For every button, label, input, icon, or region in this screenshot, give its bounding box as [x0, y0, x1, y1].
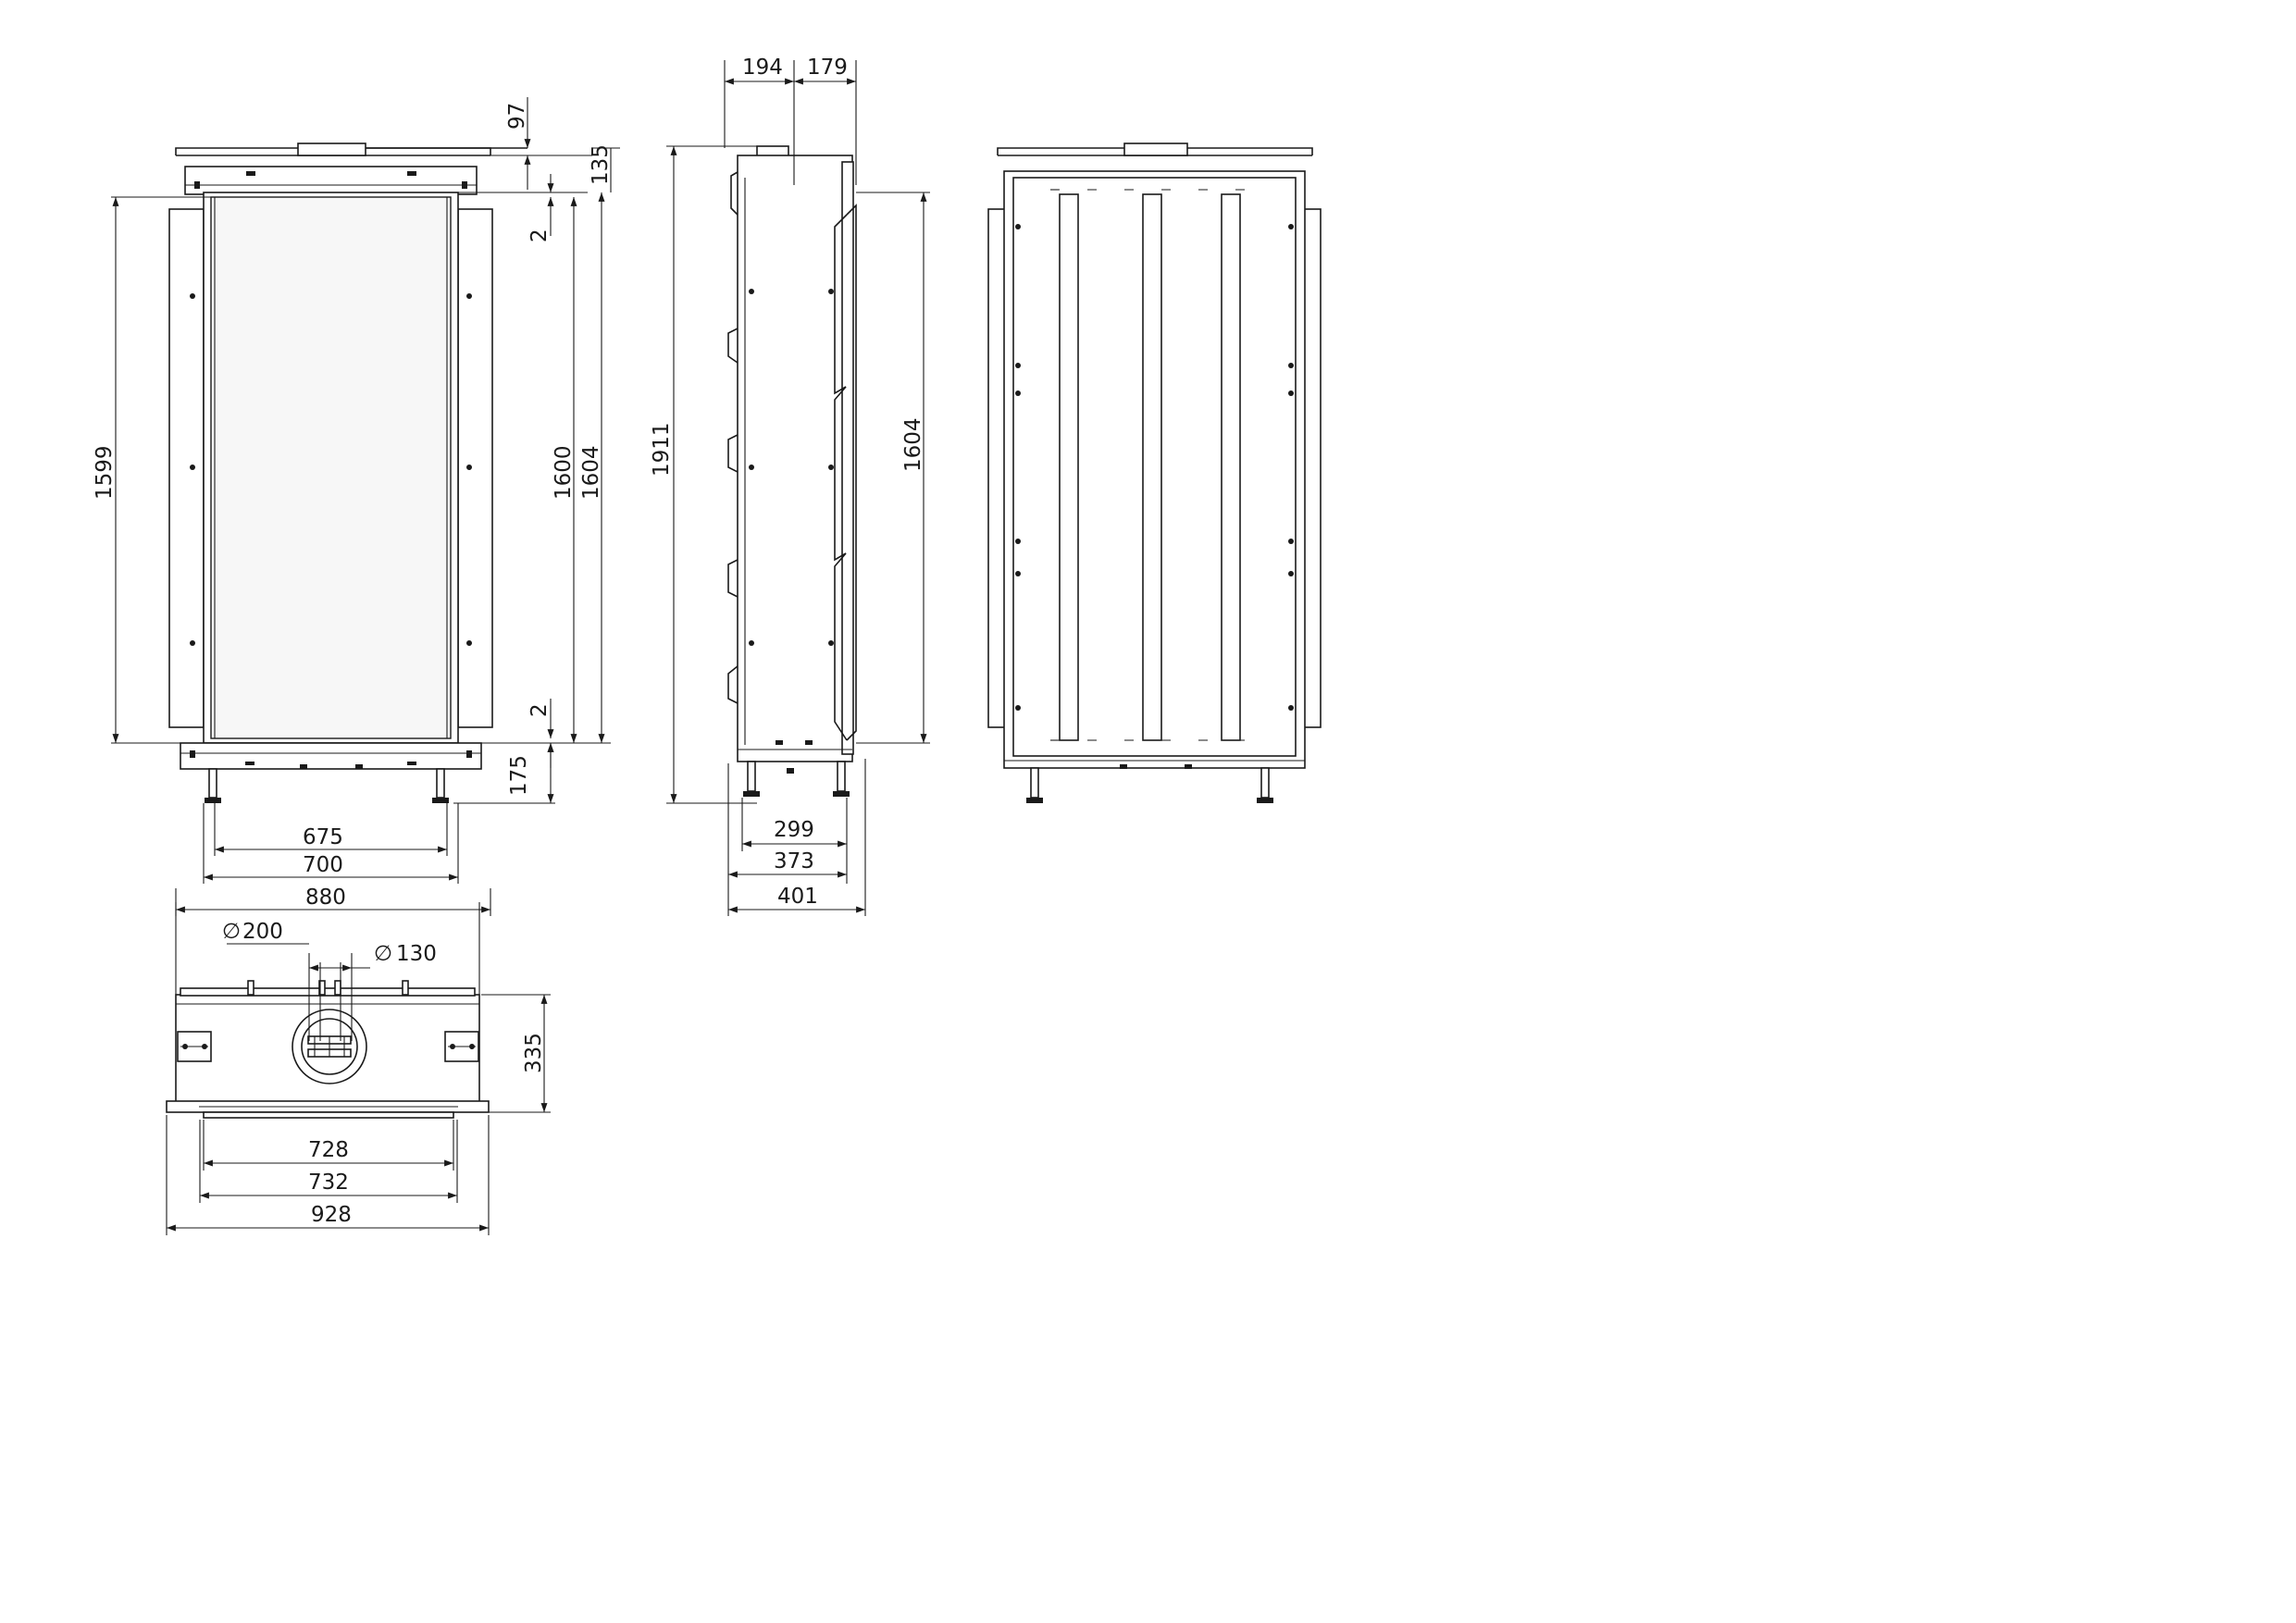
dim-179: 179 [807, 56, 848, 80]
rear-view [987, 142, 1322, 803]
dim-200: 200 [242, 920, 283, 944]
front-view [168, 142, 527, 803]
dim-880: 880 [305, 886, 346, 910]
dim-97: 97 [505, 103, 529, 130]
dim-diameter-130: ∅ 130 [374, 942, 437, 966]
front-view-dimensions: 97 135 2 1599 1600 1604 2 175 675 700 88… [93, 97, 620, 916]
dim-135: 135 [589, 144, 613, 185]
dim-diameter-200: ∅ 200 [222, 920, 283, 944]
dim-2-top: 2 [527, 229, 552, 242]
dim-373: 373 [774, 849, 814, 873]
dim-1599: 1599 [93, 445, 117, 500]
dim-700: 700 [303, 853, 343, 877]
dim-335: 335 [522, 1033, 546, 1073]
side-view [727, 145, 857, 797]
dim-175: 175 [507, 755, 531, 796]
top-view [166, 980, 490, 1119]
dim-732: 732 [308, 1171, 349, 1195]
dim-928: 928 [311, 1203, 352, 1227]
dim-675: 675 [303, 825, 343, 849]
dim-130: 130 [396, 942, 437, 966]
dim-1604-front: 1604 [579, 445, 603, 500]
dim-401: 401 [777, 885, 818, 909]
dim-1604-side: 1604 [901, 417, 925, 472]
diameter-symbol: ∅ [374, 942, 392, 966]
dim-728: 728 [308, 1138, 349, 1162]
side-view-dimensions: 194 179 1911 1604 299 373 401 [650, 56, 930, 916]
dim-1911: 1911 [650, 422, 674, 477]
top-view-dimensions: ∅ 200 ∅ 130 335 728 732 928 [166, 902, 551, 1235]
diameter-symbol: ∅ [222, 920, 241, 944]
dim-299: 299 [774, 818, 814, 842]
dim-194: 194 [742, 56, 783, 80]
dim-2-bottom: 2 [527, 703, 552, 717]
dim-1600: 1600 [552, 445, 576, 500]
